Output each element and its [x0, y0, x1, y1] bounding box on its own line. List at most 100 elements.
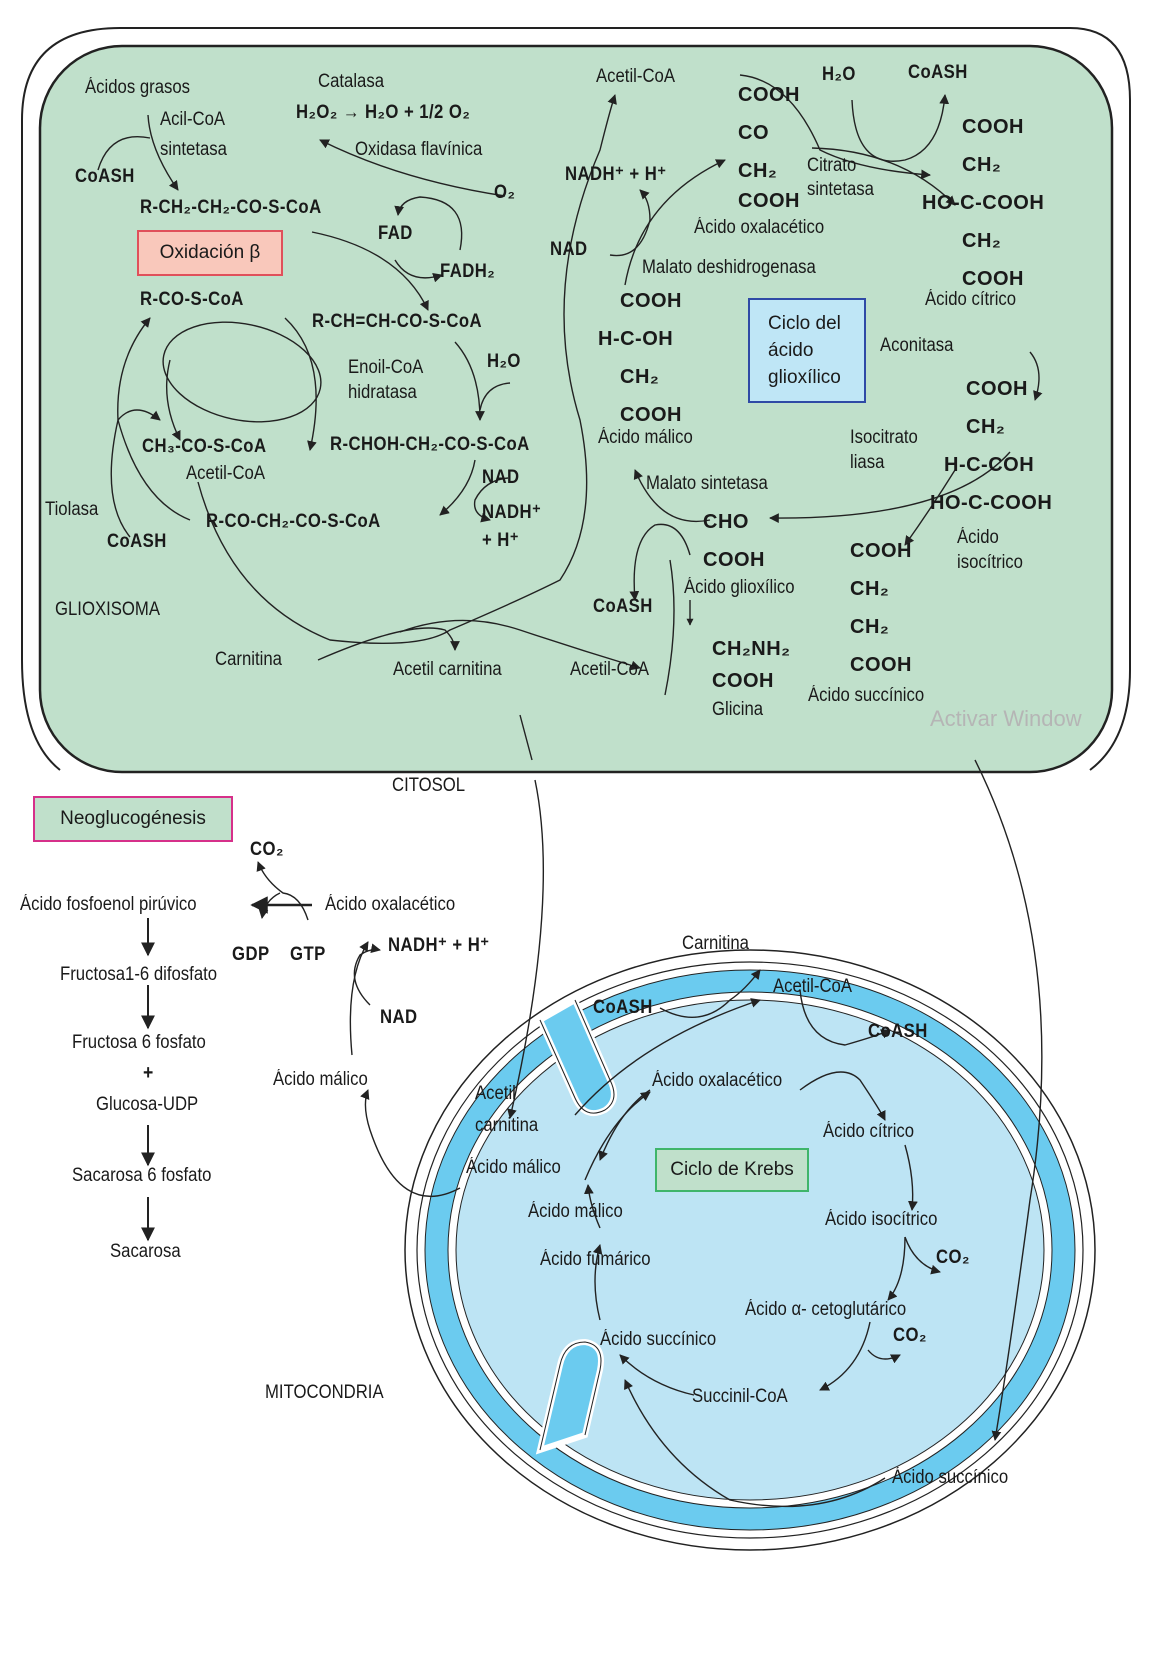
formula-line: CH₂: [738, 160, 778, 182]
krebs-succinyl-coa: Succinil-CoA: [692, 1386, 788, 1407]
nad-glyox: NAD: [550, 239, 588, 260]
oxaloacetate-cytosol: Ácido oxalacético: [325, 894, 456, 915]
isocitrate-name-2: isocítrico: [957, 552, 1023, 573]
formula-line: COOH: [712, 670, 774, 692]
formula-line: COOH: [738, 84, 800, 106]
acyl-coa: R-CH₂-CH₂-CO-S-CoA: [140, 197, 322, 218]
formula-line: CO: [738, 122, 769, 144]
compartment-label-glyoxysome: GLIOXISOMA: [55, 599, 160, 620]
formula-line: CH₂: [962, 230, 1002, 252]
glyoxysome-body: [38, 44, 1114, 774]
isocitrate-lyase-1: Isocitrato: [850, 427, 918, 448]
glyoxylate-name: Ácido glioxílico: [684, 577, 795, 598]
oxaloacetate-name: Ácido oxalacético: [694, 217, 825, 238]
formula-line: COOH: [703, 549, 765, 571]
krebs-malate-inner: Ácido málico: [528, 1201, 623, 1222]
krebs-acetyl-carnitine-2: carnitina: [475, 1115, 539, 1136]
krebs-cycle-label: Ciclo de Krebs: [670, 1159, 794, 1180]
pep: Ácido fosfoenol pirúvico: [20, 894, 197, 915]
formula-line: CH₂: [620, 366, 660, 388]
formula-line: COOH: [850, 540, 912, 562]
formula-line: CH₂: [962, 154, 1002, 176]
krebs-isocitrate: Ácido isocítrico: [825, 1209, 938, 1230]
krebs-carnitine: Carnitina: [682, 933, 749, 954]
gtp: GTP: [290, 944, 326, 965]
hydroxyacyl-coa: R-CHOH-CH₂-CO-S-CoA: [330, 434, 530, 455]
beta-oxidation-box: Oxidación β: [137, 230, 283, 276]
acyl-coa-synthetase-1: Acil-CoA: [160, 109, 226, 130]
formula-line: COOH: [620, 404, 682, 426]
krebs-acetyl-carnitine-1: Acetil: [475, 1083, 516, 1104]
acetyl-coa-top: Acetil-CoA: [596, 66, 675, 87]
krebs-citrate: Ácido cítrico: [823, 1121, 915, 1142]
neo-step-sucrose: Sacarosa: [110, 1241, 181, 1262]
nadh-cytosol: NADH⁺ + H⁺: [388, 935, 490, 956]
malate-dehydrogenase: Malato deshidrogenasa: [642, 257, 816, 278]
krebs-cycle-box: Ciclo de Krebs: [655, 1148, 809, 1192]
coash-thiolase: CoASH: [107, 531, 167, 552]
malate-synthase: Malato sintetasa: [646, 473, 768, 494]
formula-line: HO-C-COOH: [922, 192, 1045, 214]
formula-line: CH₂: [850, 616, 890, 638]
formula-line: COOH: [738, 190, 800, 212]
krebs-acetyl-coa: Acetil-CoA: [773, 976, 852, 997]
coash-mid: CoASH: [593, 596, 653, 617]
oxaloacetate-formula: COOH CO CH₂ COOH: [738, 76, 800, 220]
ketoacyl-coa: R-CO-CH₂-CO-S-CoA: [206, 511, 381, 532]
malate-formula: COOH H-C-OH CH₂ COOH: [598, 282, 681, 434]
glyoxylate-cycle-box: Ciclo del ácido glioxílico: [748, 298, 866, 403]
enoyl-coa: R-CH=CH-CO-S-CoA: [312, 311, 483, 332]
malate-cytosol: Ácido málico: [273, 1069, 368, 1090]
catalase: Catalasa: [318, 71, 384, 92]
formula-line: CH₂NH₂: [712, 638, 791, 660]
gdp: GDP: [232, 944, 270, 965]
succinate-name: Ácido succínico: [808, 685, 925, 706]
krebs-succinate-outside: Ácido succínico: [892, 1467, 1009, 1488]
krebs-oxaloacetate: Ácido oxalacético: [652, 1070, 783, 1091]
neo-step-glucose-udp: Glucosa-UDP: [96, 1094, 199, 1115]
nadh-glyox: NADH⁺ + H⁺: [565, 164, 667, 185]
carnitine: Carnitina: [215, 649, 282, 670]
glycine-formula: CH₂NH₂ COOH: [712, 630, 791, 700]
krebs-fumarate: Ácido fumárico: [540, 1249, 651, 1270]
fad: FAD: [378, 223, 413, 244]
coash-top: CoASH: [908, 62, 968, 83]
enoyl-hydratase-2: hidratasa: [348, 382, 417, 403]
acetyl-coa-out: Acetil-CoA: [570, 659, 649, 680]
malate-name: Ácido málico: [598, 427, 693, 448]
enoyl-hydratase-1: Enoil-CoA: [348, 357, 424, 378]
formula-line: CH₂: [850, 578, 890, 600]
acetyl-coa-label: Acetil-CoA: [186, 463, 265, 484]
nad-cytosol: NAD: [380, 1007, 418, 1028]
isocitrate-formula: COOH CH₂ H-C-COH HO-C-COOH: [930, 370, 1052, 522]
nad-beta: NAD: [482, 467, 520, 488]
gluconeogenesis-label: Neoglucogénesis: [60, 808, 206, 829]
glyoxylate-box-line: glioxílico: [768, 367, 841, 388]
citrate-formula: COOH CH₂ HO-C-COOH CH₂ COOH: [922, 108, 1044, 298]
krebs-co2-2: CO₂: [893, 1325, 927, 1346]
flavin-oxidase: Oxidasa flavínica: [355, 139, 483, 160]
glyoxylate-box-line: Ciclo del: [768, 313, 841, 334]
h2o-citrate: H₂O: [822, 64, 856, 85]
citrate-synthase-2: sintetasa: [807, 179, 874, 200]
acetyl-coa-formula: CH₃-CO-S-CoA: [142, 436, 267, 457]
krebs-alpha-ketoglutarate: Ácido α- cetoglutárico: [745, 1299, 907, 1320]
neo-step-plus: +: [143, 1062, 154, 1084]
krebs-coash-in: CoASH: [593, 997, 653, 1018]
os-activation-watermark: Activar Window: [930, 706, 1082, 731]
isocitrate-name-1: Ácido: [957, 527, 999, 548]
formula-line: COOH: [850, 654, 912, 676]
glyoxylate-box-line: ácido: [768, 340, 814, 361]
compartment-label-mitochondria: MITOCONDRIA: [265, 1382, 384, 1403]
krebs-malate-exit: Ácido málico: [466, 1157, 561, 1178]
fatty-acids: Ácidos grasos: [85, 77, 191, 98]
mitochondrion: [404, 949, 1096, 1551]
citrate-synthase-1: Citrato: [807, 155, 857, 176]
krebs-coash-out: CoASH: [868, 1021, 928, 1042]
formula-line: COOH: [962, 268, 1024, 290]
neo-step-sucrose-6p: Sacarosa 6 fosfato: [72, 1165, 212, 1186]
neo-step-fructose-6p: Fructosa 6 fosfato: [72, 1032, 206, 1053]
co2-neo: CO₂: [250, 839, 284, 860]
krebs-co2-1: CO₂: [936, 1247, 970, 1268]
